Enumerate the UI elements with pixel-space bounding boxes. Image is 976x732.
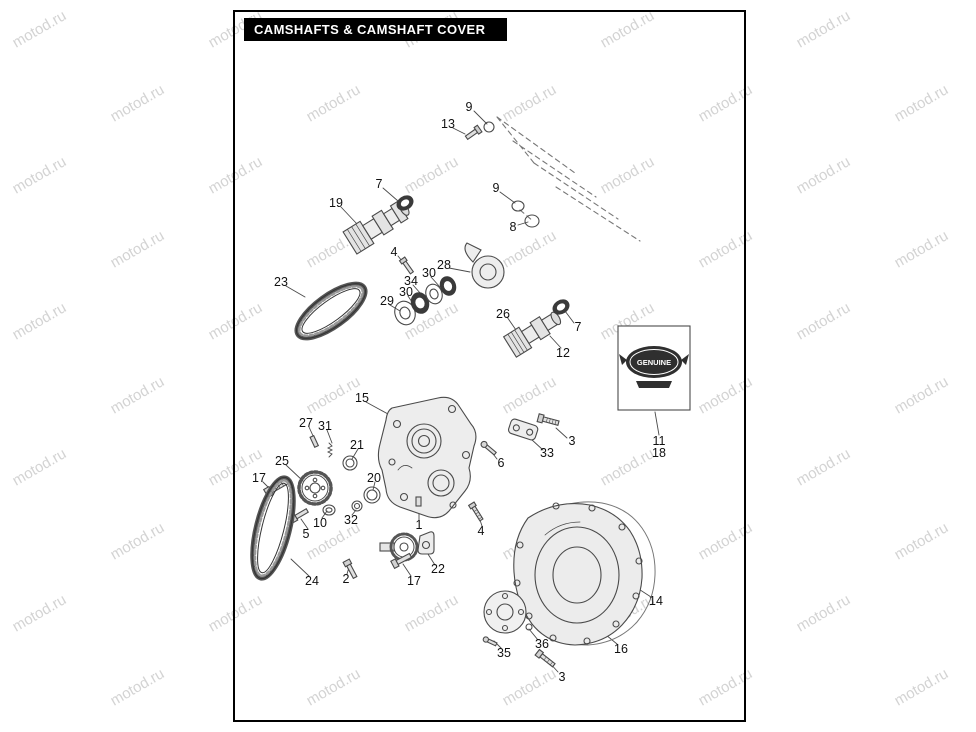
tensioner-22 bbox=[417, 531, 435, 555]
part-callout: 32 bbox=[344, 512, 358, 527]
part-callout: 10 bbox=[313, 515, 327, 530]
part-callout: 33 bbox=[540, 445, 554, 460]
bearing-stack bbox=[394, 276, 457, 326]
genuine-badge-text: GENUINE bbox=[637, 358, 671, 367]
part-callout: 30 bbox=[399, 284, 413, 299]
bolt-3-upper bbox=[536, 413, 560, 426]
dowel-pin-1 bbox=[415, 496, 422, 507]
diagram-frame bbox=[233, 10, 746, 722]
bearing-7-front bbox=[552, 299, 570, 315]
part-callout: 14 bbox=[649, 593, 663, 608]
construction-lines bbox=[496, 116, 641, 242]
part-callout: 8 bbox=[509, 219, 517, 234]
part-callout: 17 bbox=[407, 573, 421, 588]
crank-sprocket bbox=[379, 532, 419, 562]
part-callout: 1 bbox=[415, 517, 423, 532]
washer-32 bbox=[351, 500, 363, 512]
part-callout: 9 bbox=[465, 99, 473, 114]
oring-9-mid bbox=[511, 200, 525, 212]
screw-35 bbox=[482, 636, 498, 647]
part-callout: 21 bbox=[350, 437, 364, 452]
bolt-17-right bbox=[390, 552, 413, 570]
screw-36 bbox=[525, 623, 533, 631]
part-callout: 12 bbox=[556, 345, 570, 360]
part-callout: 16 bbox=[614, 641, 628, 656]
point-cover bbox=[483, 590, 527, 634]
part-callout: 5 bbox=[302, 526, 310, 541]
part-callout: 25 bbox=[275, 453, 289, 468]
part-callout: 23 bbox=[274, 274, 288, 289]
part-callout: 26 bbox=[496, 306, 510, 321]
part-callout: 9 bbox=[492, 180, 500, 195]
part-callout: 2 bbox=[342, 571, 350, 586]
part-callout: 7 bbox=[574, 319, 582, 334]
part-callout: 19 bbox=[329, 195, 343, 210]
cam-chain-23 bbox=[294, 281, 368, 341]
oring-8 bbox=[524, 214, 540, 228]
page-title: CAMSHAFTS & CAMSHAFT COVER bbox=[244, 18, 508, 41]
primary-chain-24 bbox=[250, 475, 296, 581]
part-callout: 15 bbox=[355, 390, 369, 405]
part-callout: 31 bbox=[318, 418, 332, 433]
cam-support-plate bbox=[377, 396, 477, 519]
pin-27 bbox=[309, 434, 320, 449]
part-callout: 17 bbox=[252, 470, 266, 485]
part-callout: 18 bbox=[652, 445, 666, 460]
part-callout: 35 bbox=[497, 645, 511, 660]
part-callout: 6 bbox=[497, 455, 505, 470]
spacer-10 bbox=[322, 504, 336, 516]
screw-6 bbox=[480, 440, 497, 456]
part-callout: 30 bbox=[422, 265, 436, 280]
sprocket-25 bbox=[297, 470, 333, 506]
bolt-3-lower bbox=[534, 648, 556, 668]
part-callout: 29 bbox=[380, 293, 394, 308]
part-callout: 28 bbox=[437, 257, 451, 272]
part-callout: 24 bbox=[305, 573, 319, 588]
rear-camshaft bbox=[342, 200, 410, 255]
part-callout: 22 bbox=[431, 561, 445, 576]
screw-4-lower bbox=[467, 501, 484, 522]
bolt-13 bbox=[464, 124, 483, 141]
part-callout: 7 bbox=[375, 176, 383, 191]
chain-tensioner-28 bbox=[464, 242, 505, 289]
bracket-33 bbox=[508, 418, 539, 441]
part-callout: 13 bbox=[441, 116, 455, 131]
part-callout: 27 bbox=[299, 415, 313, 430]
oring-20 bbox=[363, 486, 381, 504]
part-callout: 3 bbox=[558, 669, 566, 684]
cam-cover-16 bbox=[513, 502, 643, 646]
screw-4-upper bbox=[398, 256, 415, 275]
bolt-2 bbox=[342, 558, 358, 580]
oring-9-top bbox=[483, 121, 495, 133]
part-callout: 4 bbox=[477, 523, 485, 538]
oring-21 bbox=[342, 455, 358, 471]
front-camshaft bbox=[502, 311, 562, 358]
bearing-7-rear bbox=[396, 195, 414, 211]
part-callout: 36 bbox=[535, 636, 549, 651]
genuine-badge: GENUINE bbox=[617, 325, 691, 411]
part-callout: 11 bbox=[652, 433, 666, 448]
part-callout: 4 bbox=[390, 244, 398, 259]
part-callout: 3 bbox=[568, 433, 576, 448]
spring-31 bbox=[326, 442, 334, 458]
part-callout: 34 bbox=[404, 273, 418, 288]
part-callout: 20 bbox=[367, 470, 381, 485]
